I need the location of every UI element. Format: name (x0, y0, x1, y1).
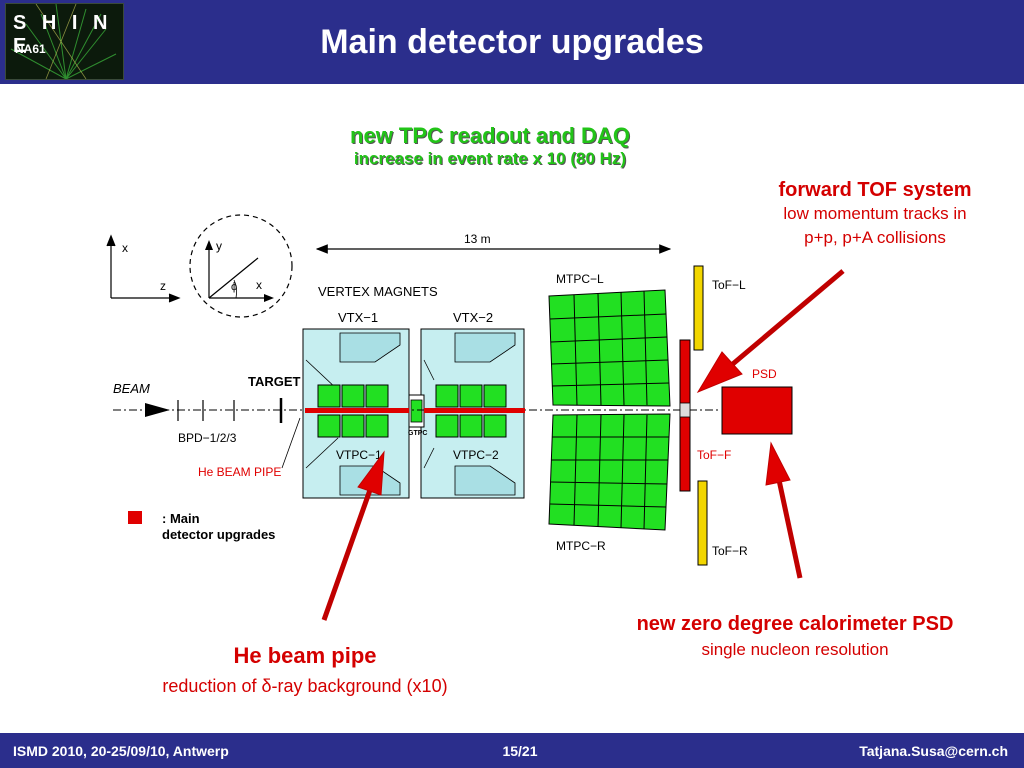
beam-arrow-icon (145, 403, 170, 417)
bpd-label: BPD−1/2/3 (178, 431, 237, 445)
tpc-caption: new TPC readout and DAQ increase in even… (290, 123, 690, 169)
vtpc2-modules (435, 384, 507, 438)
he-pipe-label: He BEAM PIPE (198, 465, 281, 479)
psd-calorimeter (721, 386, 793, 435)
footer-conference: ISMD 2010, 20-25/09/10, Antwerp (13, 743, 229, 759)
gtpc (408, 394, 425, 428)
tpc-caption-sub: increase in event rate x 10 (80 Hz) (353, 149, 627, 168)
page-title: Main detector upgrades (320, 23, 704, 61)
mtpc-r-label: MTPC−R (556, 539, 606, 553)
vtpc2-label: VTPC−2 (453, 448, 499, 462)
footer-bar: ISMD 2010, 20-25/09/10, Antwerp 15/21 Ta… (0, 733, 1024, 768)
tof-caption-title: forward TOF system (778, 179, 972, 201)
mtpc-r (548, 413, 671, 531)
mtpc-l-label: MTPC−L (556, 272, 604, 286)
footer-email: Tatjana.Susa@cern.ch (859, 743, 1008, 759)
pipe-caption-title: He beam pipe (233, 643, 377, 668)
tof-r-wall (697, 480, 708, 566)
axis-x2-label: x (256, 278, 262, 292)
tof-caption-line2: p+p, p+A collisions (804, 228, 946, 247)
he-pipe-leader-line (281, 417, 301, 469)
vtpc1-modules (317, 384, 389, 438)
psd-caption: new zero degree calorimeter PSD single n… (575, 611, 1015, 663)
target-label: TARGET (248, 374, 301, 389)
legend-swatch (128, 511, 142, 524)
legend-line2: detector upgrades (162, 527, 275, 542)
legend-line1: : Main (162, 511, 200, 526)
axis-phi-label: ϕ (231, 281, 237, 293)
vtx2-magnet (420, 328, 525, 499)
tof-f-beam-hole (679, 402, 691, 418)
shine-logo: S H I N E NA61 (5, 3, 124, 80)
pipe-caption: He beam pipe reduction of δ-ray backgrou… (100, 641, 510, 701)
tof-l-label: ToF−L (712, 278, 746, 292)
mtpc-l (548, 289, 671, 407)
tpc-caption-title: new TPC readout and DAQ (350, 123, 630, 148)
tof-r-label: ToF−R (712, 544, 748, 558)
arrow-to-tof (696, 269, 845, 394)
coordinate-axes-xz (106, 234, 181, 303)
psd-caption-title: new zero degree calorimeter PSD (636, 613, 954, 635)
he-beam-pipe (305, 408, 525, 413)
bpd-detectors (177, 400, 235, 421)
axis-z-label: z (160, 279, 166, 293)
header-bar: S H I N E NA61 Main detector upgrades (0, 0, 1024, 84)
axis-y-label: y (216, 239, 222, 253)
logo-shine-text: S H I N E (13, 12, 113, 57)
length-label: 13 m (464, 232, 491, 246)
axis-x-label: x (122, 241, 128, 255)
tof-l-wall (693, 265, 704, 351)
arrow-to-beam-pipe (321, 450, 385, 621)
coordinate-axes-xy (189, 214, 293, 318)
tof-f-label: ToF−F (697, 448, 731, 462)
vtx2-label: VTX−2 (453, 310, 493, 325)
gtpc-label: GTPC (408, 430, 427, 437)
psd-caption-sub: single nucleon resolution (701, 640, 889, 659)
vertex-magnets-label: VERTEX MAGNETS (318, 284, 438, 299)
psd-label: PSD (752, 367, 777, 381)
arrow-to-psd (765, 441, 803, 579)
vtpc1-label: VTPC−1 (336, 448, 382, 462)
logo-na61-text: NA61 (15, 42, 46, 56)
vtx1-magnet (302, 328, 410, 499)
beam-label: BEAM (113, 381, 150, 396)
tof-caption: forward TOF system low momentum tracks i… (735, 178, 1015, 250)
tof-caption-line1: low momentum tracks in (783, 204, 967, 223)
pipe-caption-sub: reduction of δ-ray background (x10) (162, 676, 448, 696)
footer-page-number: 15/21 (502, 743, 538, 759)
vtx1-label: VTX−1 (338, 310, 378, 325)
logo-tracks-graphic (10, 4, 117, 79)
